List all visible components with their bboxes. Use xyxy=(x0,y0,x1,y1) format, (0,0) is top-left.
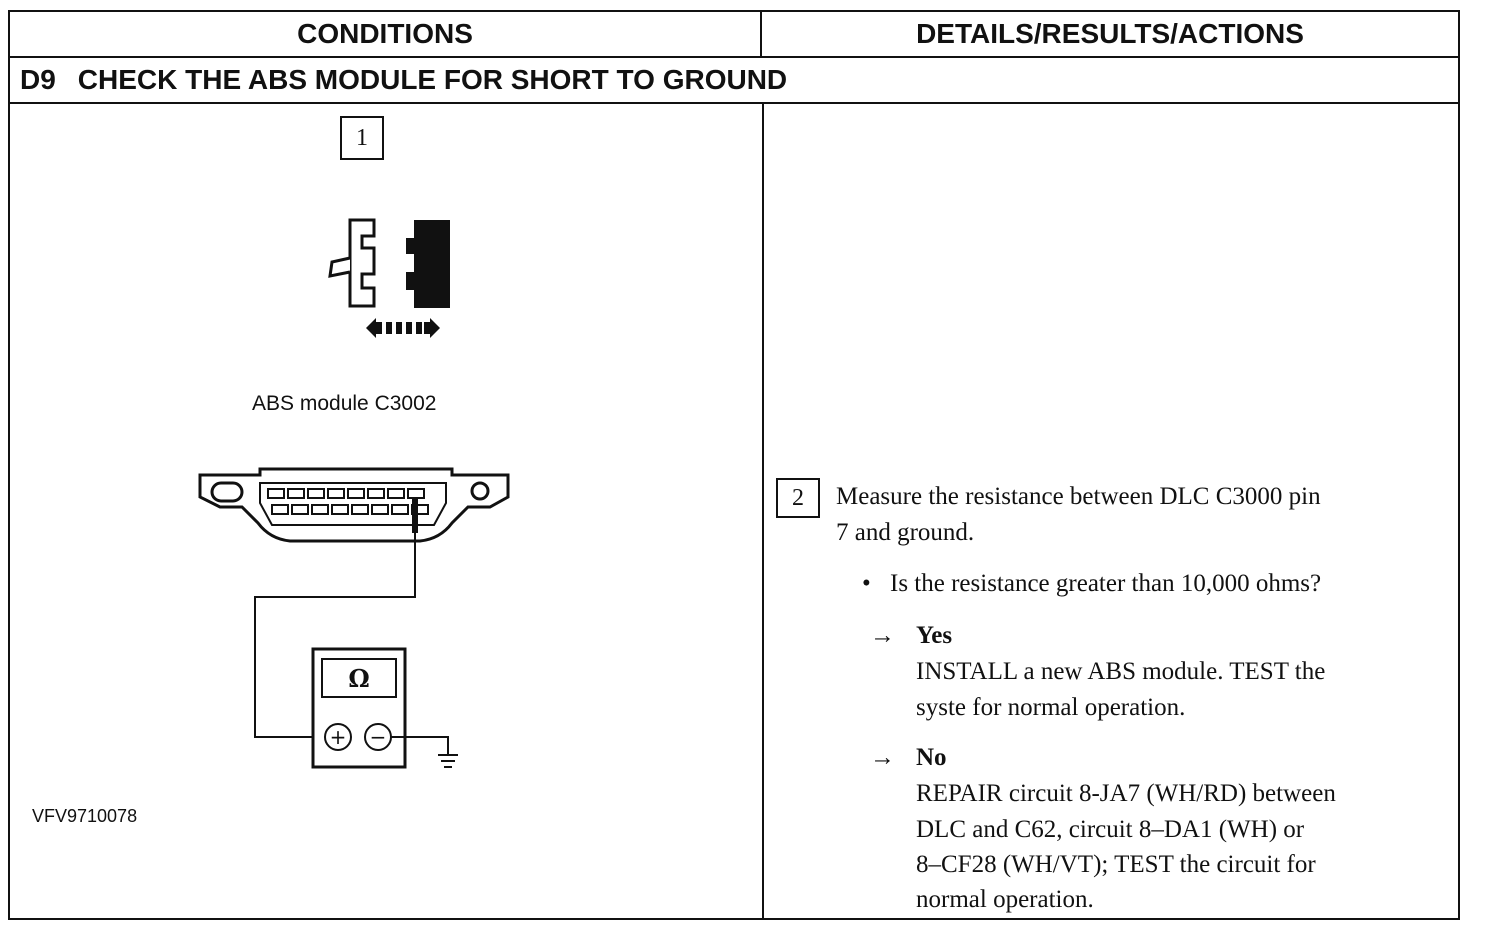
no-action-line3: 8–CF28 (WH/VT); TEST the circuit for xyxy=(916,851,1316,878)
ground-icon xyxy=(438,754,458,768)
dlc-pins-bottom xyxy=(271,504,429,515)
yes-action-line2: syste for normal operation. xyxy=(916,694,1186,721)
ohmmeter-display xyxy=(321,658,397,698)
ohm-symbol: Ω xyxy=(348,664,369,693)
details-header: DETAILS/RESULTS/ACTIONS xyxy=(916,18,1304,49)
column-divider xyxy=(762,104,764,918)
conditions-header: CONDITIONS xyxy=(10,12,762,56)
connector-disconnect-illustration xyxy=(328,218,450,338)
no-action-line4: normal operation. xyxy=(916,886,1094,913)
no-arrow-icon: → xyxy=(870,744,895,771)
diagnostic-table: CONDITIONS DETAILS/RESULTS/ACTIONS D9 CH… xyxy=(8,10,1460,920)
probe-lead-positive xyxy=(254,533,416,738)
negative-terminal-label: − xyxy=(370,725,387,749)
dlc-meter-illustration: Ω + − xyxy=(198,467,510,769)
step-2-instruction-line1: Measure the resistance between DLC C3000… xyxy=(836,483,1321,510)
connector-half-outline xyxy=(348,218,376,308)
yes-arrow-icon: → xyxy=(870,622,895,649)
test-probe xyxy=(412,497,418,533)
dlc-mount-left xyxy=(210,481,244,503)
yes-label: Yes xyxy=(916,622,953,649)
step-2-box: 2 xyxy=(776,478,820,518)
positive-terminal-label: + xyxy=(330,725,347,749)
no-action-line1: REPAIR circuit 8-JA7 (WH/RD) between xyxy=(916,780,1336,807)
step-2-instruction-line2: 7 and ground. xyxy=(836,519,975,546)
figure-id: VFV9710078 xyxy=(32,806,138,826)
connector-caption: ABS module C3002 xyxy=(252,392,437,415)
dlc-pins-top xyxy=(267,488,425,499)
dlc-mount-right xyxy=(470,481,490,501)
connector-tab xyxy=(328,256,351,278)
ground-lead xyxy=(391,736,449,755)
step-2-question: Is the resistance greater than 10,000 oh… xyxy=(890,570,1322,597)
connector-half-solid xyxy=(406,220,450,308)
no-label: No xyxy=(916,744,947,771)
no-action-line2: DLC and C62, circuit 8–DA1 (WH) or xyxy=(916,816,1305,843)
step-1-number: 1 xyxy=(356,124,368,151)
yes-action-line1: INSTALL a new ABS module. TEST the xyxy=(916,658,1326,685)
section-divider xyxy=(10,102,1458,104)
disconnect-arrow-icon xyxy=(366,318,440,338)
section-title: CHECK THE ABS MODULE FOR SHORT TO GROUND xyxy=(77,64,788,95)
step-1-box: 1 xyxy=(340,116,384,160)
header-divider xyxy=(10,56,1458,58)
section-title-row: D9 CHECK THE ABS MODULE FOR SHORT TO GRO… xyxy=(10,58,1458,102)
section-code: D9 xyxy=(20,64,56,95)
bullet-icon: • xyxy=(862,570,871,597)
step-2-number: 2 xyxy=(792,484,804,511)
positive-terminal xyxy=(324,723,352,751)
